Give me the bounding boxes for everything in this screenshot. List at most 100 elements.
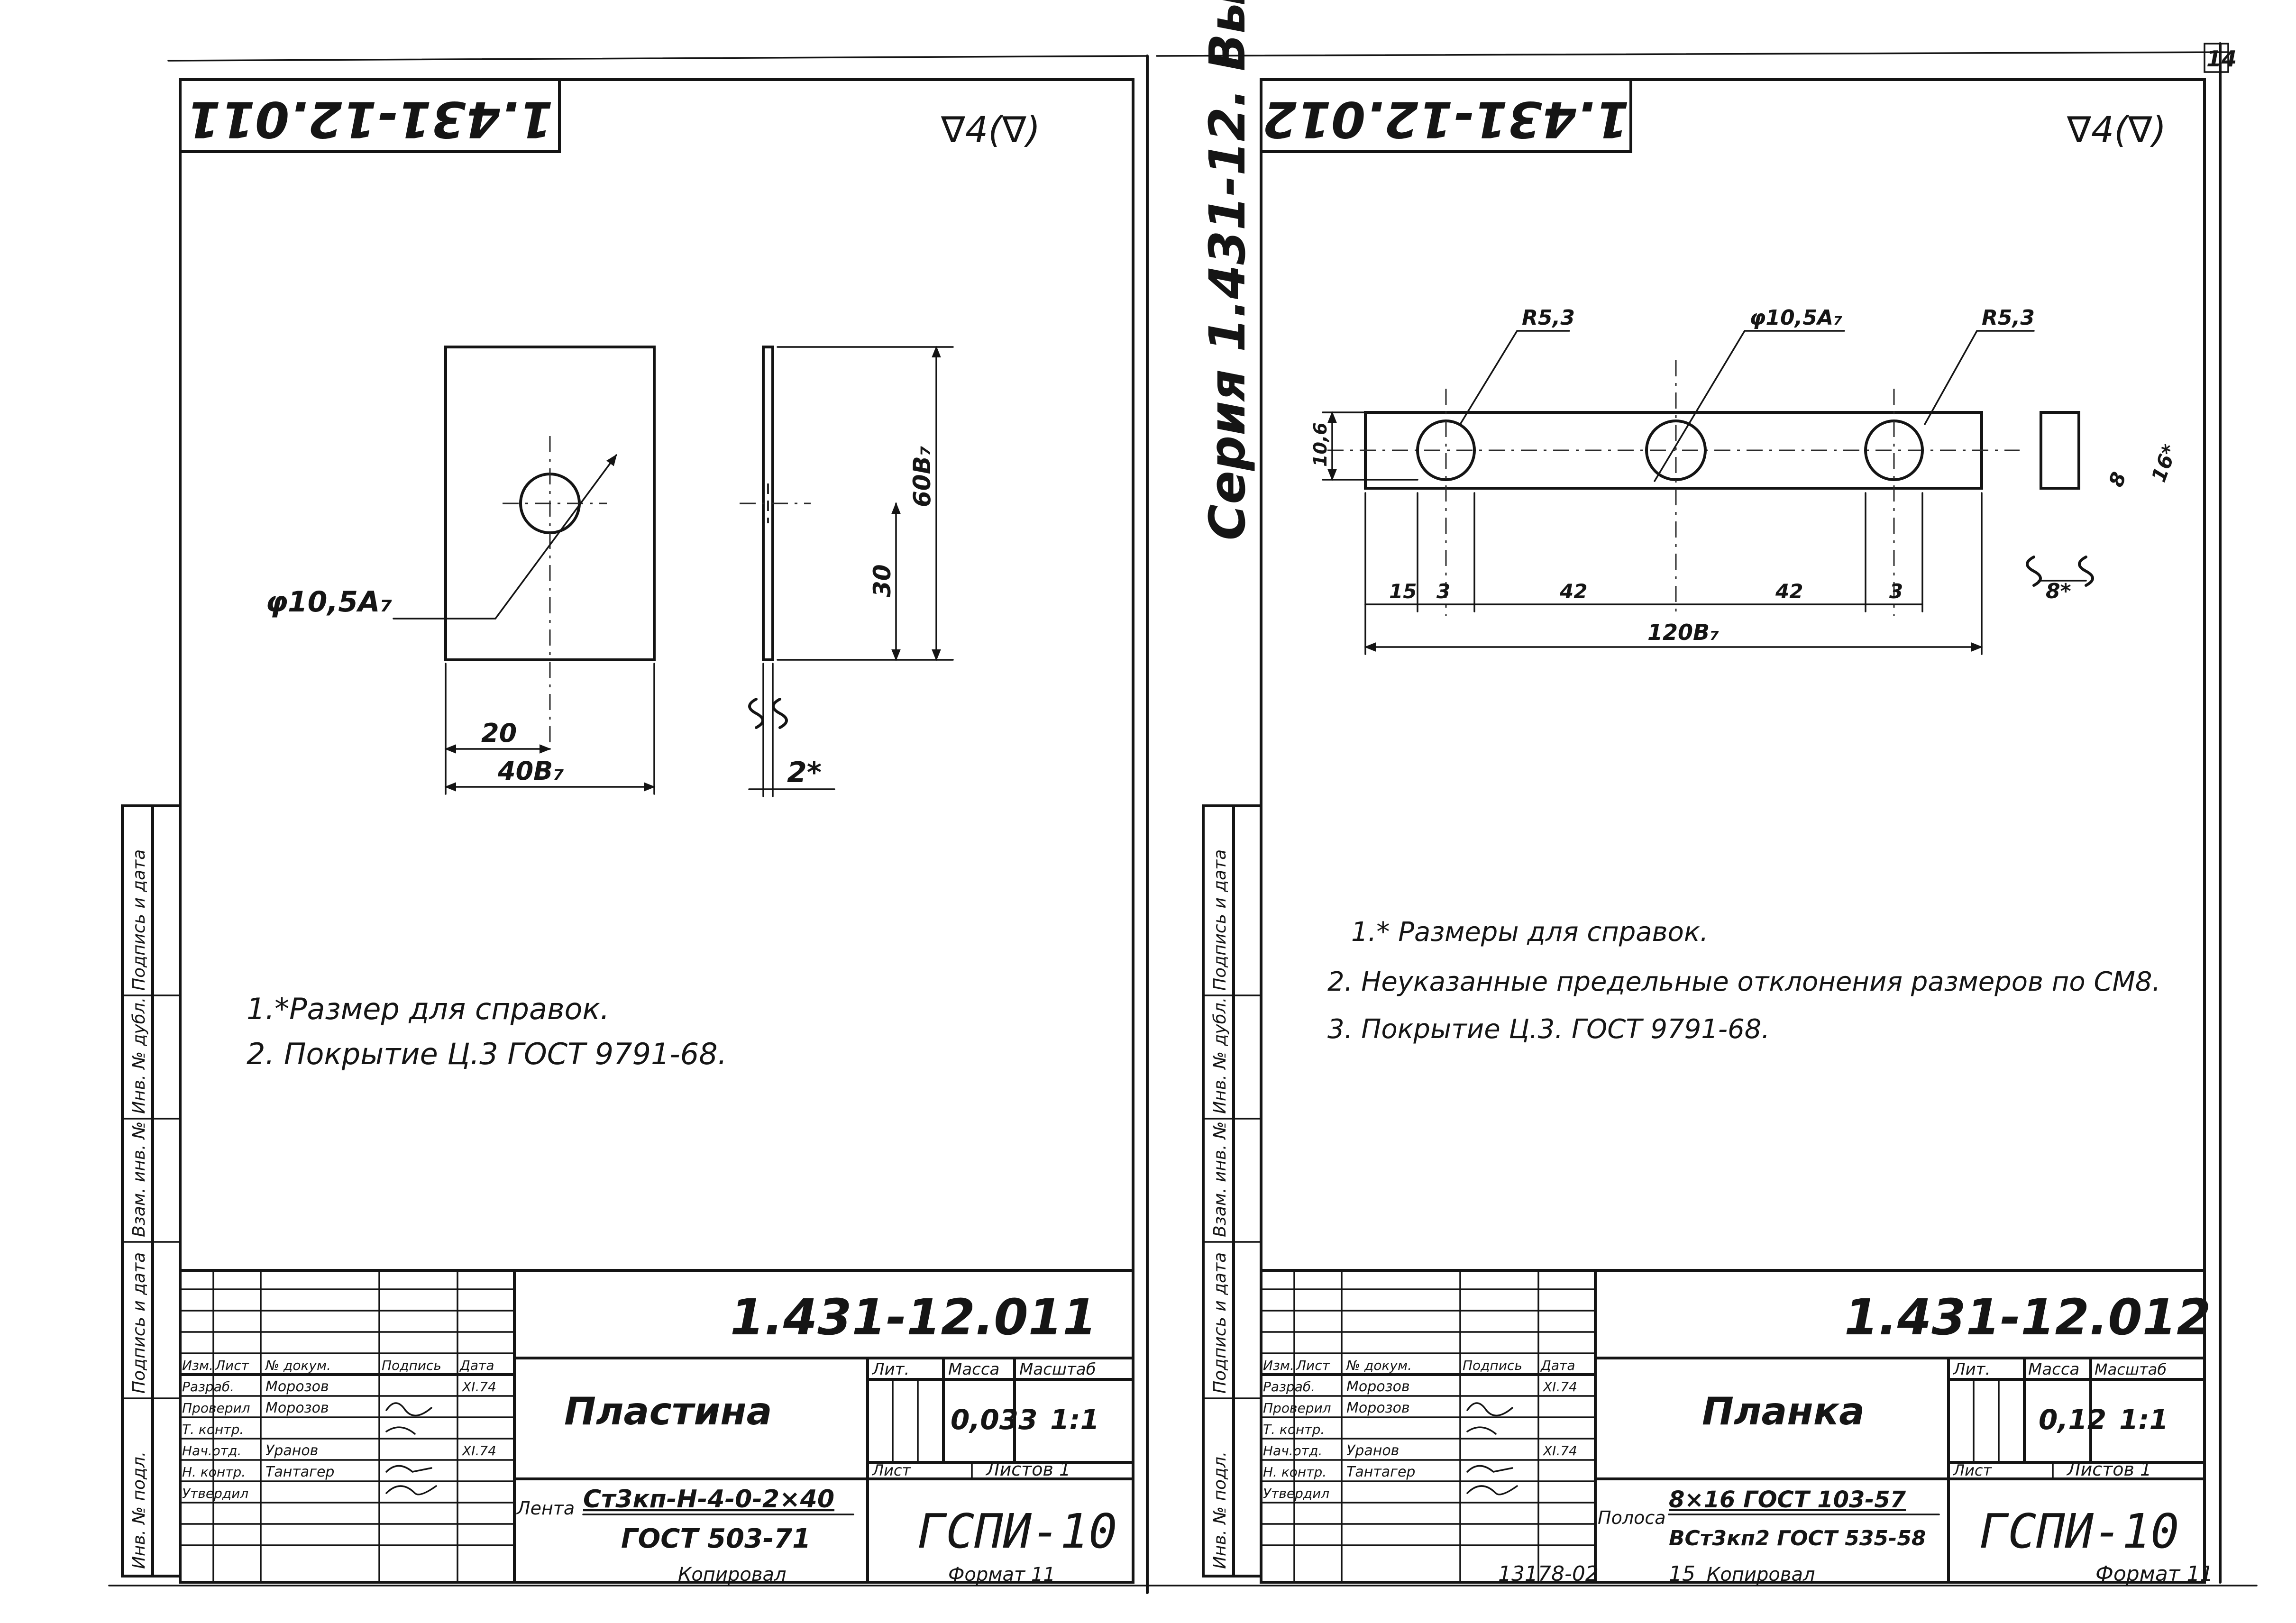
row-name-1: Морозов (1346, 1378, 1410, 1395)
title-block-011: Изм. Лист № докум. Подпись Дата Разраб. … (179, 1269, 1134, 1584)
material-prefix: Лента (516, 1498, 575, 1519)
sheet-011: 1.431-12.011 ∇4(∇) φ10,5A₇ 20 40B₇ 60B₇ … (179, 78, 1134, 1584)
dim-half-width: 20 (481, 718, 517, 748)
row-date-1: XI.74 (1542, 1379, 1577, 1395)
dim-d5: 3 (1889, 580, 1903, 603)
note-1: 1.* Размеры для справок. (1351, 917, 1709, 948)
side-col-4: Подпись и дата (129, 1252, 149, 1394)
row-role-4: Нач.отд. (1263, 1443, 1322, 1459)
row-role-6: Утвердил (182, 1486, 248, 1501)
row-name-2: Морозов (1346, 1400, 1410, 1416)
rotated-code: 1.431-12.011 (186, 91, 553, 148)
sheets-label: Листов 1 (2066, 1459, 2151, 1480)
row-date-4: XI.74 (1542, 1443, 1577, 1459)
sheet-label: Лист (1953, 1461, 1992, 1479)
note-3: 3. Покрытие Ц.3. ГОСТ 9791-68. (1327, 1014, 1770, 1045)
hdr-doc: № докум. (1345, 1358, 1412, 1373)
note-2: 2. Неуказанные предельные отклонения раз… (1327, 967, 2160, 997)
doc-code: 1.431-12.012 (1844, 1288, 2211, 1346)
row-role-2: Проверил (182, 1400, 250, 1416)
mass-value: 0,12 (2039, 1404, 2106, 1436)
mass-value: 0,033 (951, 1404, 1037, 1436)
material-prefix: Полоса (1598, 1507, 1666, 1528)
bottom-order: 13178-02 (1498, 1562, 1599, 1586)
row-role-3: Т. контр. (1263, 1422, 1325, 1437)
bottom-copied-left: Копировал (678, 1564, 787, 1586)
sheet-label: Лист (872, 1461, 911, 1479)
frame-right: 14 (1156, 42, 2237, 1584)
side-col-1: Подпись и дата (129, 849, 149, 991)
dim-d2: 3 (1436, 580, 1450, 603)
dim-height: 10,6 (1310, 422, 1331, 467)
row-name-4: Уранов (1346, 1442, 1399, 1459)
bottom-format-right: Формат 11 (2095, 1562, 2214, 1586)
row-date-1: XI.74 (461, 1379, 496, 1395)
series-side-label: Серия 1.431-12. Вып.1 (1198, 0, 1256, 540)
bottom-strip: Копировал Формат 11 13178-02 15 Копирова… (108, 1562, 2258, 1587)
bottom-sheet: 15 (1669, 1562, 1695, 1586)
side-col-3: Взам. инв. № (129, 1122, 149, 1237)
side-col-4: Подпись и дата (1210, 1252, 1230, 1394)
side-columns-left: Подпись и дата Инв. № дубл. Взам. инв. №… (121, 804, 182, 1577)
doc-code: 1.431-12.011 (730, 1288, 1097, 1346)
side-col-1: Подпись и дата (1210, 849, 1230, 991)
part-name: Пластина (564, 1389, 772, 1433)
hdr-doc: № докум. (265, 1358, 331, 1373)
row-role-5: Н. контр. (1263, 1464, 1326, 1480)
dim-half-height: 30 (869, 564, 896, 597)
row-name-1: Морозов (265, 1378, 329, 1395)
dim-radius-right: R5,3 (1982, 306, 2035, 330)
material-top: 8×16 ГОСТ 103-57 (1669, 1486, 1906, 1513)
row-role-1: Разраб. (1263, 1379, 1315, 1395)
roughness-mark: ∇4(∇) (941, 109, 1040, 151)
hdr-sign: Подпись (1463, 1358, 1522, 1373)
dim-section-h1: 8 (2104, 469, 2131, 490)
row-name-2: Морозов (265, 1400, 329, 1416)
lit-label: Лит. (871, 1360, 909, 1379)
dim-radius-left: R5,3 (1522, 306, 1575, 330)
row-role-1: Разраб. (182, 1379, 234, 1395)
material-bottom: ВСт3кп2 ГОСТ 535-58 (1669, 1526, 1926, 1550)
org-code: ГСПИ-10 (1979, 1504, 2179, 1559)
row-date-4: XI.74 (461, 1443, 496, 1459)
side-col-5: Инв. № подл. (129, 1451, 149, 1569)
row-role-2: Проверил (1263, 1400, 1331, 1416)
row-name-4: Уранов (265, 1442, 318, 1459)
rotated-code: 1.431-12.012 (1262, 91, 1629, 148)
roughness-mark: ∇4(∇) (2067, 109, 2166, 151)
note-1: 1.*Размер для справок. (247, 992, 610, 1026)
note-2: 2. Покрытие Ц.3 ГОСТ 9791-68. (247, 1037, 727, 1071)
mass-label: Масса (2028, 1360, 2079, 1379)
row-name-5: Тантагер (265, 1464, 334, 1480)
dim-d3: 42 (1559, 580, 1587, 603)
dim-height: 60B₇ (908, 446, 936, 507)
side-col-3: Взам. инв. № (1210, 1122, 1230, 1237)
hdr-date: Дата (1540, 1358, 1575, 1373)
side-columns-right: Подпись и дата Инв. № дубл. Взам. инв. №… (1202, 804, 1262, 1577)
scale-label: Масштаб (1019, 1360, 1096, 1379)
scale-value: 1:1 (1050, 1404, 1099, 1436)
hdr-date: Дата (459, 1358, 494, 1373)
sheets-label: Листов 1 (985, 1459, 1070, 1480)
dim-section-h2: 16* (2147, 441, 2182, 485)
material-top: Ст3кп-Н-4-0-2×40 (583, 1485, 834, 1514)
scale-value: 1:1 (2119, 1404, 2168, 1436)
row-role-5: Н. контр. (182, 1464, 246, 1480)
scale-label: Масштаб (2095, 1360, 2167, 1378)
dim-section-w: 8* (2046, 579, 2071, 603)
dim-d4: 42 (1775, 580, 1803, 603)
side-col-2: Инв. № дубл. (129, 997, 149, 1114)
row-role-3: Т. контр. (182, 1422, 244, 1437)
row-name-5: Тантагер (1346, 1464, 1415, 1480)
row-role-4: Нач.отд. (182, 1443, 241, 1459)
dim-hole: φ10,5A₇ (1749, 306, 1842, 330)
hdr-sign: Подпись (382, 1358, 441, 1373)
dim-thickness: 2* (787, 756, 822, 789)
bottom-format-left: Формат 11 (948, 1564, 1055, 1586)
side-col-2: Инв. № дубл. (1210, 997, 1230, 1114)
hdr-izm: Изм. (1263, 1358, 1294, 1373)
hdr-list: Лист (215, 1358, 249, 1373)
title-block-012: Изм. Лист № докум. Подпись Дата Разраб. … (1260, 1269, 2211, 1584)
part-name: Планка (1702, 1389, 1865, 1433)
